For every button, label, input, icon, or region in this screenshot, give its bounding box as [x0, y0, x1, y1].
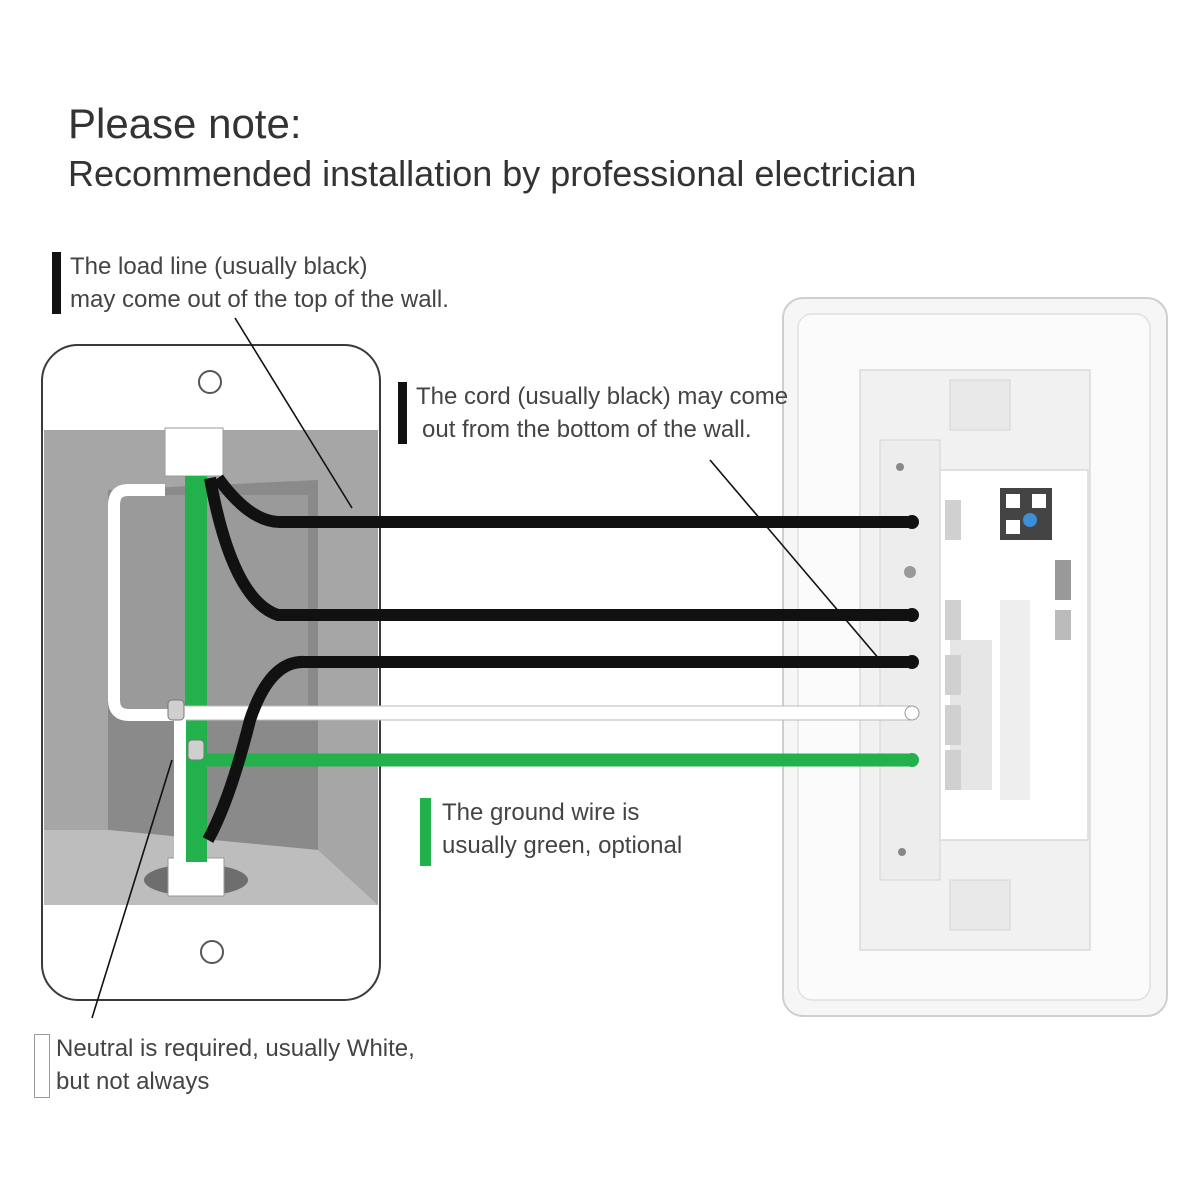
- load-wire-middle: [204, 476, 912, 621]
- load-wire-top: [213, 474, 912, 528]
- wall-box: [41, 344, 381, 1001]
- page-subtitle: Recommended installation by professional…: [68, 153, 917, 194]
- terminal-ground: [905, 753, 919, 767]
- wire-connector: [187, 739, 205, 761]
- top-screw-hole: [198, 370, 222, 394]
- wire-connector: [167, 699, 185, 721]
- terminal-line: [905, 655, 919, 669]
- neutral-wire-loop: [108, 484, 175, 721]
- callout-load-line-text-2: may come out of the top of the wall.: [70, 286, 449, 313]
- callout-ground-text-1: The ground wire is: [442, 799, 640, 826]
- terminal-load-2: [905, 608, 919, 622]
- line-wire-bottom: [202, 655, 912, 843]
- black-wire-swatch: [52, 252, 61, 314]
- callout-cord-text-2: out from the bottom of the wall.: [422, 416, 752, 443]
- page-title: Please note:: [68, 100, 302, 147]
- neutral-leader: [91, 759, 173, 1019]
- terminal-neutral: [904, 705, 920, 721]
- callout-load-line-text-1: The load line (usually black): [70, 253, 368, 280]
- cord-leader: [709, 459, 881, 661]
- callout-ground: The ground wire is usually green, option…: [420, 796, 683, 866]
- callout-cord: The cord (usually black) may come out fr…: [398, 380, 789, 446]
- white-wire-swatch: [34, 1034, 50, 1098]
- load-line-leader: [234, 317, 353, 509]
- green-wire-swatch: [420, 798, 431, 866]
- callout-neutral-text-2: but not always: [56, 1068, 210, 1095]
- callout-neutral: Neutral is required, usually White, but …: [34, 1032, 415, 1098]
- black-wire-swatch: [398, 382, 407, 444]
- callout-load-line: The load line (usually black) may come o…: [52, 250, 449, 316]
- callout-neutral-text-1: Neutral is required, usually White,: [56, 1035, 415, 1062]
- callout-cord-text-1: The cord (usually black) may come: [416, 383, 789, 410]
- callout-ground-text-2: usually green, optional: [442, 832, 683, 859]
- terminal-load-1: [905, 515, 919, 529]
- bottom-screw-hole: [200, 940, 224, 964]
